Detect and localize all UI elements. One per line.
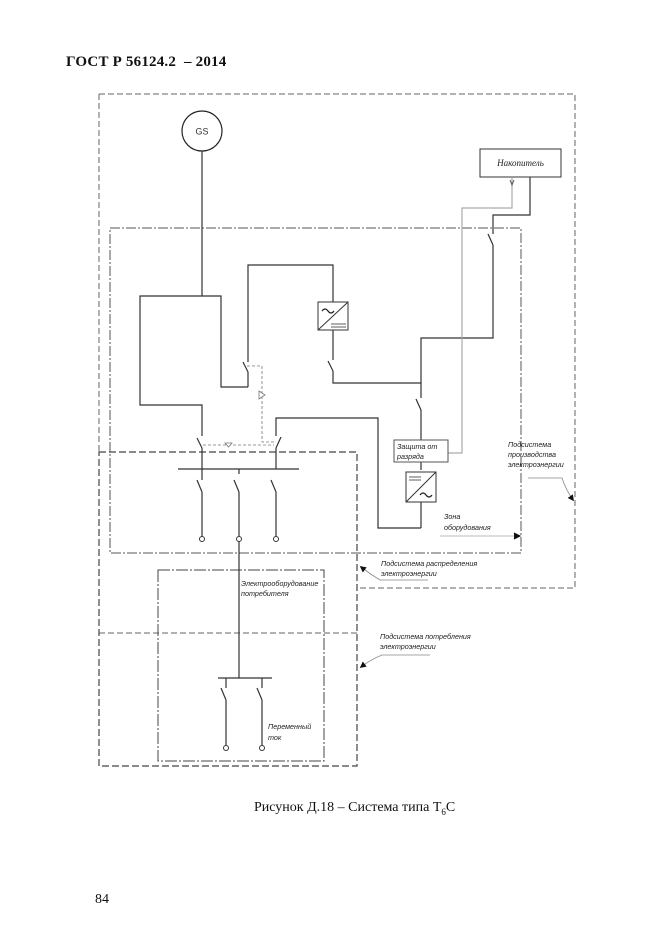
equipment-zone-annotation: Зона оборудования bbox=[440, 512, 522, 540]
terminals bbox=[199, 536, 279, 751]
figure-caption: Рисунок Д.18 – Система типа Т6С bbox=[254, 800, 455, 817]
distribution-subsystem-boundary bbox=[98, 451, 358, 767]
terminal bbox=[236, 536, 242, 542]
generator-label: GS bbox=[195, 127, 208, 137]
discharge-protection-label-line1: Защита от bbox=[397, 442, 437, 451]
svg-text:Подсистема потребления: Подсистема потребления bbox=[380, 632, 471, 641]
inverter-upper bbox=[317, 301, 349, 331]
svg-text:электроэнергии: электроэнергии bbox=[381, 569, 437, 578]
signal-line bbox=[448, 178, 513, 454]
storage-label: Накопитель bbox=[496, 158, 544, 168]
svg-text:производства: производства bbox=[508, 450, 556, 459]
generator-symbol: GS bbox=[181, 110, 223, 152]
svg-text:Переменный: Переменный bbox=[268, 722, 311, 731]
svg-text:Электрооборудование: Электрооборудование bbox=[241, 579, 318, 588]
discharge-protection-block: Защита от разряда bbox=[393, 439, 449, 463]
svg-text:Подсистема: Подсистема bbox=[508, 440, 551, 449]
consumer-equipment-annotation: Электрооборудование потребителя bbox=[241, 579, 318, 598]
control-arrow-icon bbox=[224, 442, 233, 448]
terminal bbox=[273, 536, 279, 542]
svg-text:Подсистема распределения: Подсистема распределения bbox=[381, 559, 477, 568]
caption-suffix: С bbox=[445, 800, 456, 815]
wiring bbox=[139, 151, 531, 745]
page-number: 84 bbox=[95, 892, 109, 907]
control-links bbox=[203, 365, 276, 446]
caption-text: Рисунок Д.18 – Система типа Т bbox=[254, 800, 442, 815]
consumption-subsystem-annotation: Подсистема потребления электроэнергии bbox=[359, 632, 471, 668]
generation-subsystem-annotation: Подсистема производства электроэнергии bbox=[508, 440, 574, 502]
svg-text:электроэнергии: электроэнергии bbox=[508, 460, 564, 469]
control-arrow-icon bbox=[258, 390, 266, 400]
terminal bbox=[199, 536, 205, 542]
terminal bbox=[223, 745, 229, 751]
signal-arrow-icon bbox=[509, 179, 515, 187]
svg-text:Зона: Зона bbox=[444, 512, 460, 521]
svg-text:оборудования: оборудования bbox=[444, 523, 491, 532]
equipment-zone-boundary bbox=[109, 227, 522, 554]
document-header-title: ГОСТ Р 56124.2 – 2014 bbox=[66, 54, 227, 70]
svg-text:электроэнергии: электроэнергии bbox=[380, 642, 436, 651]
consumer-equipment-boundary bbox=[157, 569, 325, 762]
storage-block: Накопитель bbox=[479, 148, 562, 178]
alternating-current-annotation: Переменный ток bbox=[268, 722, 311, 742]
svg-text:потребителя: потребителя bbox=[241, 589, 289, 598]
generation-subsystem-boundary bbox=[98, 93, 576, 589]
svg-text:ток: ток bbox=[268, 733, 282, 742]
inverter-lower bbox=[405, 471, 437, 503]
discharge-protection-label-line2: разряда bbox=[396, 452, 424, 461]
caption-subscript: 6 bbox=[441, 806, 446, 817]
terminal bbox=[259, 745, 265, 751]
distribution-subsystem-annotation: Подсистема распределения электроэнергии bbox=[359, 559, 477, 581]
